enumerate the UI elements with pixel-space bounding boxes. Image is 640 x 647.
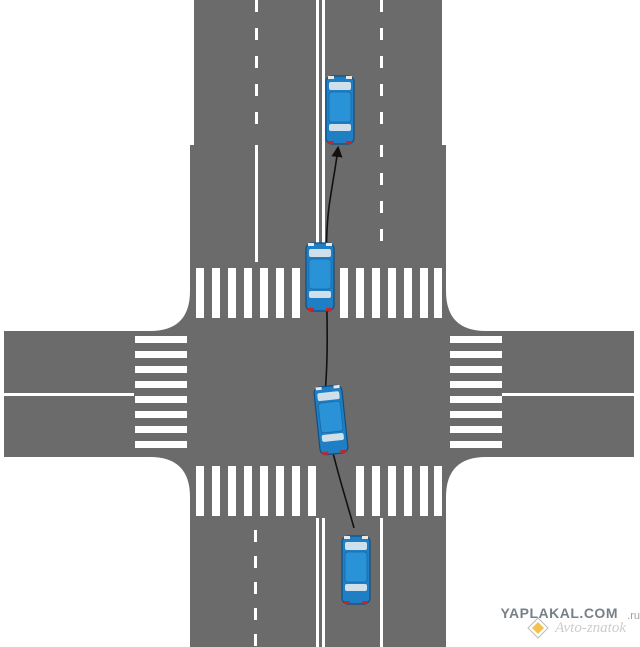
north-arm-markings [255, 0, 383, 262]
car-end [325, 75, 355, 145]
crosswalk-north [196, 268, 442, 318]
west-arm-markings [4, 393, 134, 396]
south-arm-markings [254, 518, 383, 647]
car-exiting [305, 242, 335, 312]
crosswalk-east [450, 336, 502, 448]
east-arm-markings [502, 393, 634, 396]
crosswalk-south [196, 466, 442, 516]
trajectory-arrow [324, 145, 355, 529]
crosswalk-west [135, 336, 187, 448]
car-start [341, 535, 371, 605]
